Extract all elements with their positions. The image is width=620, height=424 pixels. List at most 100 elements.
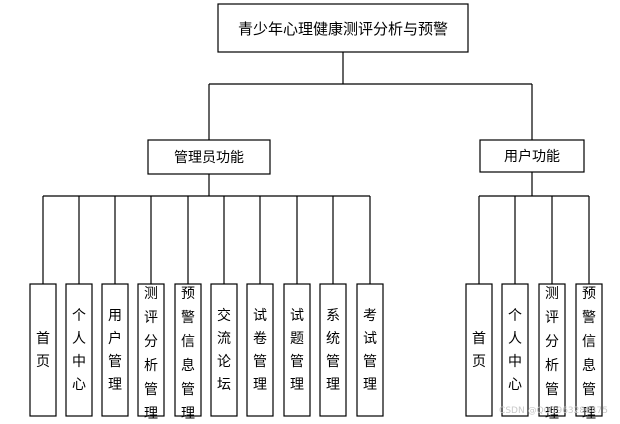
leaf-label-char: 测 bbox=[545, 286, 559, 302]
leaf-label-char: 评 bbox=[144, 310, 158, 326]
group-label: 管理员功能 bbox=[174, 150, 244, 166]
leaf-box bbox=[174, 283, 202, 417]
group-node: 用户功能 bbox=[479, 139, 585, 173]
leaf-box bbox=[356, 283, 384, 417]
leaf-label-char: 个 bbox=[508, 308, 522, 324]
leaf-label-char: 分 bbox=[144, 334, 158, 350]
leaf-label-char: 理 bbox=[290, 377, 304, 393]
leaf-label-char: 管 bbox=[545, 382, 559, 398]
leaf-label-char: 用 bbox=[108, 308, 122, 324]
leaf-label-char: 信 bbox=[181, 334, 195, 350]
leaf-label-char: 个 bbox=[72, 308, 86, 324]
root-box bbox=[217, 3, 469, 53]
leaf-label-char: 首 bbox=[472, 331, 486, 347]
leaf-label-char: 信 bbox=[582, 334, 596, 350]
leaf-label-char: 分 bbox=[545, 334, 559, 350]
leaf-label-char: 理 bbox=[582, 406, 596, 422]
leaf-label-char: 坛 bbox=[217, 377, 231, 393]
leaf-label-char: 题 bbox=[290, 331, 304, 347]
leaf-label-char: 警 bbox=[181, 310, 195, 326]
leaf-label-char: 心 bbox=[508, 377, 522, 393]
leaf-label-char: 页 bbox=[472, 354, 486, 370]
leaf-label-char: 页 bbox=[36, 354, 50, 370]
leaf-box bbox=[210, 283, 238, 417]
leaf-label-char: 理 bbox=[253, 377, 267, 393]
leaf-box bbox=[575, 283, 603, 417]
leaf-box bbox=[283, 283, 311, 417]
leaf-label-char: 理 bbox=[363, 377, 377, 393]
groups-layer: 管理员功能首页个人中心用户管理测评分析管理预警信息管理交流论坛试卷管理试题管理系… bbox=[29, 139, 603, 422]
leaf-label-char: 警 bbox=[582, 310, 596, 326]
leaf-label-char: 管 bbox=[253, 354, 267, 370]
leaf-label-char: 试 bbox=[290, 308, 304, 324]
leaf-label-char: 流 bbox=[217, 331, 231, 347]
leaf-label-char: 管 bbox=[144, 382, 158, 398]
leaf-label-char: 中 bbox=[72, 354, 86, 370]
group-label: 用户功能 bbox=[504, 148, 560, 165]
leaf-label-char: 考 bbox=[363, 308, 377, 324]
leaf-label-char: 理 bbox=[326, 377, 340, 393]
leaf-label-char: 中 bbox=[508, 354, 522, 370]
leaf-label-char: 理 bbox=[144, 406, 158, 422]
leaf-label-char: 首 bbox=[36, 331, 50, 347]
root-node: 青少年心理健康测评分析与预警 bbox=[217, 3, 469, 53]
leaf-label-char: 预 bbox=[582, 286, 596, 302]
leaf-box bbox=[538, 283, 566, 417]
leaf-box bbox=[29, 283, 57, 417]
leaf-box bbox=[319, 283, 347, 417]
leaf-label-char: 户 bbox=[108, 330, 122, 347]
leaf-label-char: 管 bbox=[108, 354, 122, 370]
watermark: CSDN @QQ1963288475 bbox=[499, 406, 608, 416]
leaf-label-char: 测 bbox=[144, 286, 158, 302]
leaf-label-char: 管 bbox=[582, 382, 596, 398]
leaf-box bbox=[65, 283, 93, 417]
leaf-label-char: 心 bbox=[72, 377, 86, 393]
leaf-label-char: 理 bbox=[545, 406, 559, 422]
root-label: 青少年心理健康测评分析与预警 bbox=[238, 20, 448, 38]
leaf-label-char: 人 bbox=[508, 331, 522, 347]
leaf-label-char: 管 bbox=[290, 354, 304, 370]
leaf-label-char: 论 bbox=[217, 354, 231, 370]
group-box bbox=[479, 139, 585, 173]
leaf-label-char: 系 bbox=[326, 308, 340, 324]
leaf-node: 首页 bbox=[465, 283, 493, 417]
leaf-label-char: 理 bbox=[108, 377, 122, 393]
leaf-label-char: 析 bbox=[545, 358, 559, 374]
leaf-box bbox=[501, 283, 529, 417]
leaf-label-char: 评 bbox=[545, 310, 559, 326]
leaf-label-char: 管 bbox=[326, 354, 340, 370]
leaf-label-char: 析 bbox=[144, 358, 158, 374]
leaf-label-char: 息 bbox=[181, 357, 195, 374]
leaf-label-char: 预 bbox=[181, 286, 195, 302]
leaf-label-char: 试 bbox=[253, 308, 267, 324]
leaf-label-char: 统 bbox=[326, 331, 340, 347]
leaf-label-char: 试 bbox=[363, 331, 377, 347]
leaf-node: 首页 bbox=[29, 283, 57, 417]
group-node: 管理员功能 bbox=[147, 139, 271, 175]
leaf-box bbox=[465, 283, 493, 417]
leaf-label-char: 息 bbox=[582, 357, 596, 374]
leaf-box bbox=[246, 283, 274, 417]
connector-lines bbox=[42, 52, 590, 284]
leaf-box bbox=[137, 283, 165, 417]
leaf-label-char: 管 bbox=[181, 382, 195, 398]
leaf-label-char: 交 bbox=[217, 307, 231, 324]
leaf-label-char: 卷 bbox=[253, 331, 267, 347]
group-box bbox=[147, 139, 271, 175]
leaf-label-char: 理 bbox=[181, 406, 195, 422]
leaf-label-char: 人 bbox=[72, 331, 86, 347]
leaf-label-char: 管 bbox=[363, 354, 377, 370]
